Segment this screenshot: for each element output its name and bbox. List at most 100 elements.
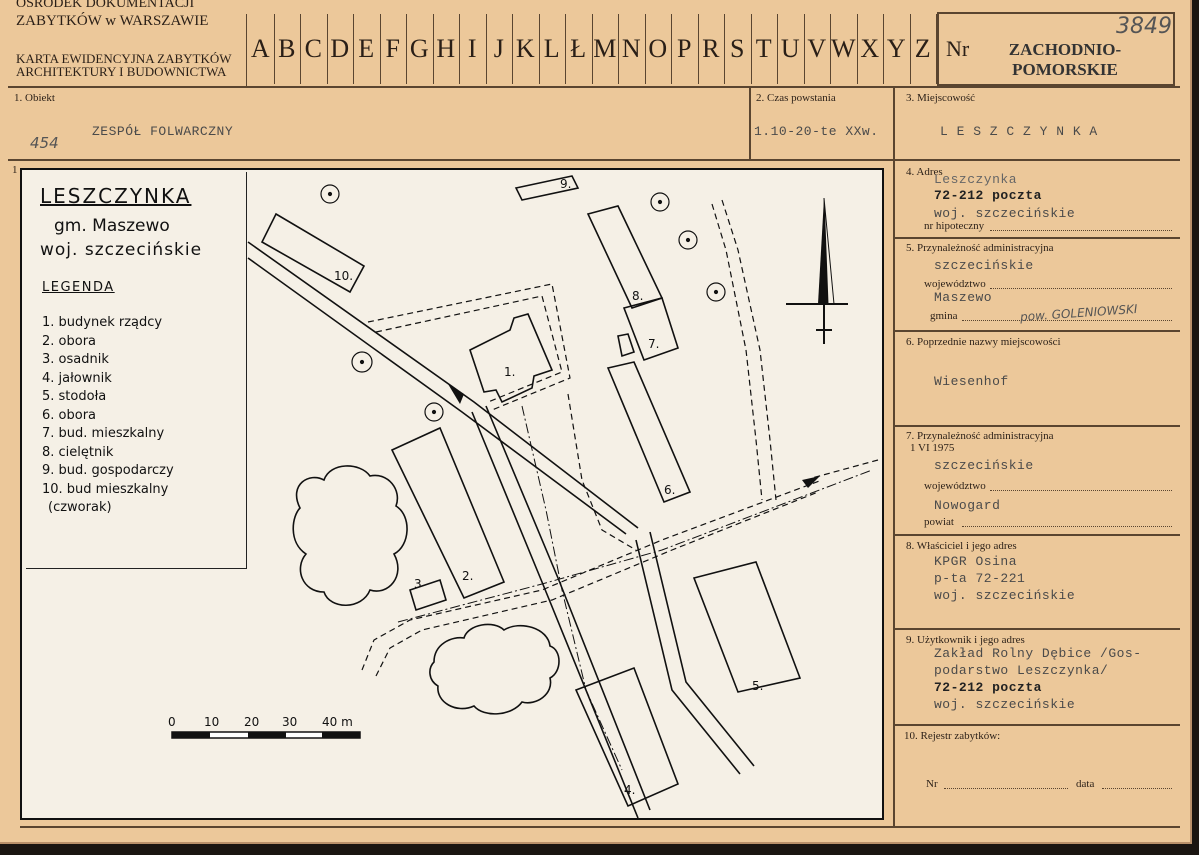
building-label: 10. [334, 269, 353, 283]
path-dashed-right-b [721, 199, 777, 501]
index-letter: X [857, 14, 884, 84]
obiekt-side-note: 454 [30, 134, 59, 152]
tree-cluster-left [292, 465, 408, 606]
tree-icon [351, 351, 373, 373]
czas-value: 1.10-20-te XXw. [754, 124, 879, 139]
index-letter: V [804, 14, 831, 84]
road-diagonal-b [247, 257, 627, 535]
card-type: KARTA EWIDENCYJNA ZABYTKÓW ARCHITEKTURY … [16, 52, 232, 78]
uzytkownik-line4: woj. szczecińskie [934, 697, 1076, 712]
wlasciciel-line2: p-ta 72-221 [934, 571, 1026, 586]
road-right-a [635, 539, 741, 775]
building-10 [260, 212, 366, 294]
scale-bar [171, 731, 361, 739]
building-label: 4. [624, 783, 635, 797]
building-label: 5. [752, 679, 763, 693]
building-2 [390, 426, 506, 600]
path-dashed-2 [375, 295, 563, 403]
index-letter: B [274, 14, 301, 84]
tree-icon [657, 199, 663, 205]
index-letter: K [512, 14, 540, 84]
index-letter: Z [910, 14, 937, 84]
building-9 [514, 175, 580, 201]
adres-line3: woj. szczecińskie [934, 206, 1076, 221]
przyn1975-label: 7. Przynależność administracyjna [906, 430, 1054, 442]
map-legend-panel: LESZCZYNKA gm. Maszewo woj. szczecińskie… [26, 172, 247, 569]
nr-label: Nr [946, 36, 970, 61]
przyn1975-powiat-label: powiat [924, 516, 954, 528]
przyn-woj-label: województwo [924, 278, 986, 290]
scale-label: 40 m [322, 715, 353, 729]
index-letter: R [698, 14, 725, 84]
legend-item: 8. cielętnik [42, 444, 114, 460]
obiekt-label: 1. Obiekt [14, 92, 55, 104]
index-letter: S [724, 14, 752, 84]
wlasciciel-label: 8. Właściciel i jego adres [906, 540, 1017, 552]
site-plan: LESZCZYNKA gm. Maszewo woj. szczecińskie… [20, 168, 884, 820]
uzytkownik-line3: 72-212 poczta [934, 680, 1042, 695]
plan-number: 1 [12, 164, 18, 176]
przyn-gmina-label: gmina [930, 310, 958, 322]
index-letter: L [539, 14, 566, 84]
tree-icon [359, 359, 365, 365]
uzytkownik-line1: Zakład Rolny Dębice /Gos- [934, 646, 1142, 661]
przyn-wojewodztwo: szczecińskie [934, 258, 1034, 273]
tree-cluster-bottom [429, 623, 560, 715]
region-stamp: ZACHODNIO- POMORSKIE [980, 40, 1150, 80]
scale-label: 30 [282, 715, 297, 729]
building-label: 3 [414, 577, 422, 591]
przyn1975-powiat: Nowogard [934, 498, 1001, 513]
index-letter: U [777, 14, 805, 84]
przyn-label: 5. Przynależność administracyjna [906, 242, 1054, 254]
card-type-line2: ARCHITEKTURY I BUDOWNICTWA [16, 64, 227, 79]
path-dashed-east [811, 459, 879, 479]
legend-item: 9. bud. gospodarczy [42, 463, 174, 478]
index-letter: W [830, 14, 858, 84]
site-plan-drawing: 0 10 20 30 40 m 1. 2. 3 4. 5. 6. 7. 8. 9… [168, 175, 879, 818]
wlasciciel-line1: KPGR Osina [934, 554, 1018, 569]
legend-item: 2. obora [42, 333, 97, 349]
tree-icon [424, 402, 444, 422]
building-label: 7. [648, 337, 659, 351]
rejestr-label: 10. Rejestr zabytków: [904, 730, 1001, 742]
index-letter: G [406, 14, 434, 84]
index-letter: T [751, 14, 778, 84]
tree-icon [327, 191, 333, 197]
poprzednie-label: 6. Poprzednie nazwy miejscowości [906, 336, 1061, 348]
legend-item: 5. stodoła [42, 389, 107, 404]
building-6 [606, 361, 692, 504]
legend-title: LEGENDA [42, 280, 115, 295]
index-letter: D [327, 14, 354, 84]
przyn1975-wojewodztwo: szczecińskie [934, 458, 1034, 473]
building-4 [574, 666, 680, 808]
region-box [937, 12, 1175, 86]
legend-item: 7. bud. mieszkalny [42, 426, 165, 441]
tree-icon [685, 237, 691, 243]
index-letter: E [353, 14, 381, 84]
adres-line2: 72-212 poczta [934, 188, 1042, 203]
institution-line1: OŚRODEK DOKUMENTACJI [16, 0, 195, 11]
index-letter: A [247, 14, 275, 84]
building-7-porch [617, 333, 636, 358]
legend-item: (czworak) [48, 500, 112, 515]
building-1 [469, 313, 554, 404]
building-7 [622, 297, 679, 362]
axis-dashdot-2 [397, 469, 873, 623]
adres-label: 4. Adres [906, 166, 943, 178]
index-letter: F [380, 14, 407, 84]
czas-label: 2. Czas powstania [756, 92, 836, 104]
index-letter: C [300, 14, 328, 84]
road-right-b [649, 531, 755, 767]
scale-label: 10 [204, 715, 219, 729]
scale-label: 0 [168, 715, 176, 729]
building-label: 1. [504, 365, 515, 379]
rejestr-nr-label: Nr [926, 778, 938, 790]
card-type-line1: KARTA EWIDENCYJNA ZABYTKÓW [16, 51, 232, 66]
building-label: 9. [560, 177, 571, 191]
map-title: LESZCZYNKA [40, 184, 192, 208]
map-sub1: gm. Maszewo [54, 216, 170, 236]
index-letter: P [671, 14, 699, 84]
przyn1975-woj-label: województwo [924, 480, 986, 492]
institution-line2: ZABYTKÓW w WARSZAWIE [16, 13, 209, 29]
